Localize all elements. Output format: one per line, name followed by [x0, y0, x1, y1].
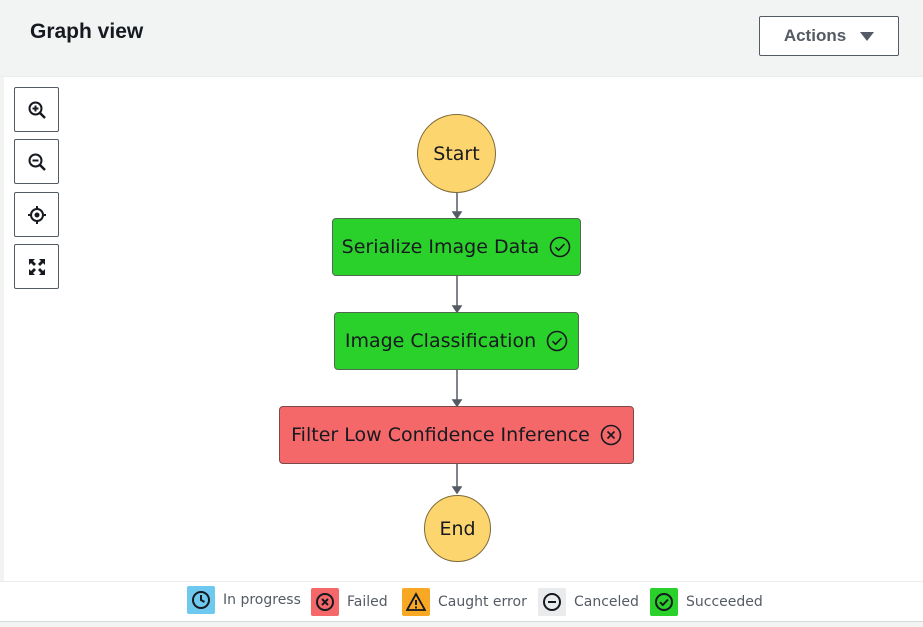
legend-label: In progress	[223, 592, 301, 608]
legend-label: Caught error	[438, 594, 527, 610]
expand-icon	[28, 258, 45, 275]
start-node-label: Start	[433, 142, 480, 165]
caret-down-icon	[860, 31, 875, 41]
legend-in-progress: In progress	[187, 586, 301, 614]
edge-filter-end-arrow	[451, 486, 463, 495]
state-serialize-image-data[interactable]: Serialize Image Data	[332, 218, 581, 276]
legend-label: Canceled	[574, 594, 639, 610]
legend-label: Succeeded	[686, 594, 763, 610]
check-circle-icon	[550, 236, 571, 258]
clock-icon	[187, 586, 215, 614]
x-circle-icon	[600, 424, 622, 446]
start-node[interactable]: Start	[417, 114, 496, 193]
legend-label: Failed	[347, 594, 388, 610]
state-label: Serialize Image Data	[341, 236, 540, 258]
page-title: Graph view	[30, 20, 144, 43]
edge-start-serialize-arrow	[451, 211, 463, 220]
legend-failed: Failed	[311, 588, 388, 616]
center-button[interactable]	[14, 192, 59, 237]
end-node[interactable]: End	[424, 495, 491, 562]
actions-button[interactable]: Actions	[759, 16, 899, 56]
check-circle-icon	[546, 330, 568, 352]
minus-circle-icon	[538, 588, 566, 616]
check-circle-icon	[650, 588, 678, 616]
fit-view-button[interactable]	[14, 244, 59, 289]
crosshair-icon	[27, 205, 46, 224]
state-label: Filter Low Confidence Inference	[291, 424, 590, 446]
state-label: Image Classification	[344, 330, 537, 352]
x-circle-icon	[311, 588, 339, 616]
warning-icon	[402, 588, 430, 616]
legend-succeeded: Succeeded	[650, 588, 763, 616]
edge-classify-filter-arrow	[451, 399, 463, 408]
zoom-out-icon	[28, 153, 46, 171]
legend-bottom-edge	[0, 621, 923, 627]
zoom-in-button[interactable]	[14, 87, 59, 132]
edge-serialize-classify-arrow	[451, 305, 463, 314]
panel-header: Graph view Actions	[0, 0, 923, 77]
legend-caught-error: Caught error	[402, 588, 527, 616]
end-node-label: End	[439, 517, 476, 540]
state-image-classification[interactable]: Image Classification	[334, 312, 579, 370]
status-legend	[0, 581, 923, 627]
actions-label: Actions	[783, 26, 847, 45]
graph-edges	[451, 192, 463, 495]
zoom-in-icon	[28, 101, 46, 119]
legend-canceled: Canceled	[538, 588, 639, 616]
zoom-out-button[interactable]	[14, 139, 59, 184]
state-filter-low-confidence-inference[interactable]: Filter Low Confidence Inference	[279, 406, 634, 464]
left-edge	[0, 77, 4, 627]
